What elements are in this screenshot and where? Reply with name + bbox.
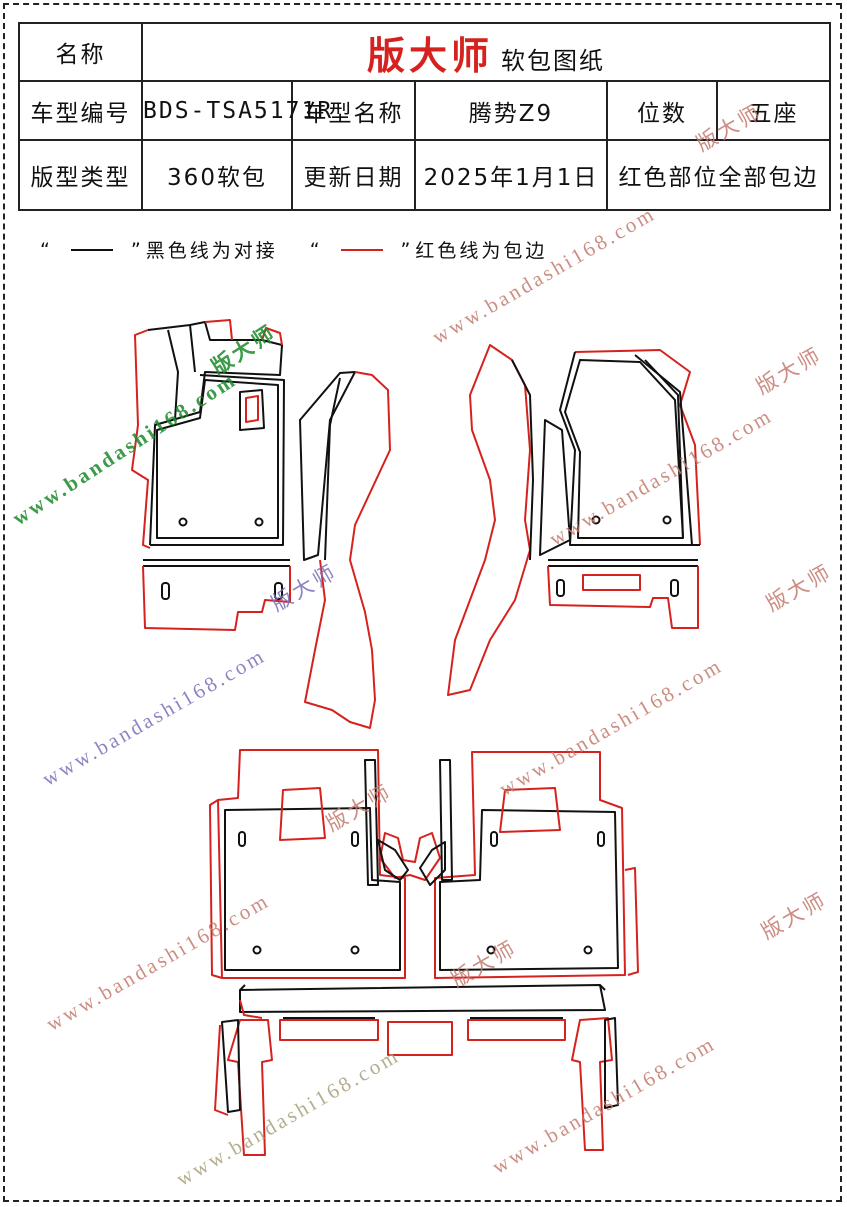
third-row-center-pieces [279,1017,566,1056]
passenger-side-panel [447,344,534,696]
update-date-value: 2025年1月1日 [414,139,608,211]
driver-mat-piece [131,319,285,549]
passenger-heel-strip [547,559,699,629]
quote-open: “ [309,238,323,261]
brand-subtitle: 软包图纸 [501,46,606,75]
driver-side-panel [299,371,391,729]
red-line-sample [340,248,383,251]
third-row-right-mat [571,1017,619,1151]
update-date-label: 更新日期 [291,139,416,211]
brand-title: 版大师 [367,33,494,78]
line-legend: “ ” 黑色线为对接 “ ” 红色线为包边 [38,236,547,263]
quote-close: ” [130,238,144,261]
dashed-page-border [3,3,842,1202]
second-row-right-mat [434,751,639,979]
pattern-type-label: 版型类型 [18,139,143,211]
black-line-sample [70,248,113,251]
model-code-label: 车型编号 [18,80,143,141]
name-label: 名称 [18,22,143,82]
driver-heel-strip [142,559,291,631]
passenger-mat-piece [539,349,701,556]
pattern-type-value: 360软包 [141,139,293,211]
center-tunnel-pieces [364,759,453,886]
second-row-left-mat [209,749,406,979]
seats-label: 位数 [606,80,718,141]
red-line-text: 红色线为包边 [415,240,548,262]
quote-close: ” [400,238,414,261]
model-name-value: 腾势Z9 [414,80,608,141]
quote-open: “ [40,238,53,261]
third-row-left-mat [214,1019,273,1156]
spec-table: 名称 版大师软包图纸 车型编号 BDS-TSA5171R 车型名称 腾势Z9 位… [18,22,832,211]
seats-value: 五座 [715,80,832,141]
title-cell: 版大师软包图纸 [140,22,832,82]
black-line-text: 黑色线为对接 [145,240,278,262]
third-row-cross-strip [239,984,606,1019]
edge-note: 红色部位全部包边 [605,139,832,211]
model-name-label: 车型名称 [291,80,416,141]
